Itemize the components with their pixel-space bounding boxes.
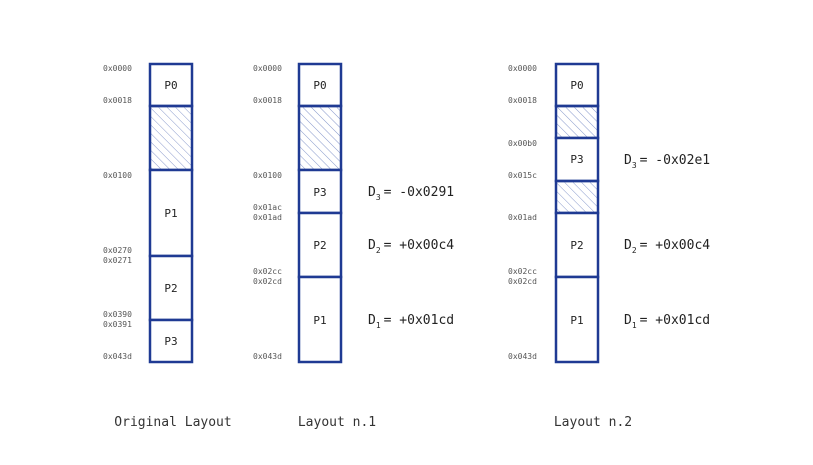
block-label-p2: P2 [313, 239, 326, 252]
layout-n2-memory-column: P0 P3 P2 P1 [554, 62, 600, 364]
original-address-labels: 0x0000 0x0018 0x0100 0x0270 0x0271 0x039… [103, 64, 132, 361]
free-space-block [148, 104, 194, 172]
address-label: 0x043d [253, 352, 282, 361]
delta-symbol: D [368, 185, 376, 200]
address-label: 0x01ac [253, 203, 282, 212]
address-label: 0x0018 [508, 96, 537, 105]
block-label-p3: P3 [164, 335, 177, 348]
delta-symbol: D [368, 238, 376, 253]
address-label: 0x043d [508, 352, 537, 361]
delta-d1: D1= +0x01cd [624, 313, 710, 330]
address-label: 0x02cc [508, 267, 537, 276]
block-label-p1: P1 [164, 207, 177, 220]
free-space-block [554, 104, 600, 140]
layout-n2: 0x0000 0x0018 0x00b0 0x015c 0x01ad 0x02c… [508, 62, 710, 430]
layout-caption: Original Layout [114, 415, 231, 430]
delta-subscript: 1 [376, 321, 381, 330]
delta-value: = +0x00c4 [384, 238, 455, 253]
address-label: 0x02cc [253, 267, 282, 276]
address-label: 0x01ad [253, 213, 282, 222]
layout-n1-address-labels: 0x0000 0x0018 0x0100 0x01ac 0x01ad 0x02c… [253, 64, 282, 361]
address-label: 0x015c [508, 171, 537, 180]
delta-value: = +0x01cd [384, 313, 454, 328]
memory-block-p1 [554, 275, 600, 364]
address-label: 0x0391 [103, 320, 132, 329]
memory-block-p1 [297, 275, 343, 364]
delta-value: = +0x01cd [640, 313, 710, 328]
layout-n1-memory-column: P0 P3 P2 P1 [297, 62, 343, 364]
original-layout: 0x0000 0x0018 0x0100 0x0270 0x0271 0x039… [103, 62, 232, 430]
layout-caption: Layout n.1 [298, 415, 376, 430]
address-label: 0x0100 [103, 171, 132, 180]
delta-d2: D2= +0x00c4 [624, 238, 710, 255]
delta-d2: D2= +0x00c4 [368, 238, 454, 255]
block-label-p1: P1 [313, 314, 326, 327]
address-label: 0x0000 [253, 64, 282, 73]
block-label-p1: P1 [570, 314, 583, 327]
delta-d3: D3= -0x02e1 [624, 153, 710, 170]
delta-symbol: D [624, 238, 632, 253]
delta-subscript: 3 [376, 193, 381, 202]
block-label-p2: P2 [164, 282, 177, 295]
address-label: 0x0000 [508, 64, 537, 73]
delta-symbol: D [368, 313, 376, 328]
address-label: 0x01ad [508, 213, 537, 222]
delta-value: = -0x02e1 [640, 153, 710, 168]
address-label: 0x0270 [103, 246, 132, 255]
memory-block-p3 [297, 168, 343, 215]
original-memory-column: P0 P1 P2 P3 [148, 62, 194, 364]
memory-block-p3 [554, 136, 600, 183]
address-label: 0x02cd [253, 277, 282, 286]
memory-block-p2 [554, 211, 600, 279]
block-label-p0: P0 [570, 79, 583, 92]
address-label: 0x02cd [508, 277, 537, 286]
delta-value: = +0x00c4 [640, 238, 711, 253]
address-label: 0x0100 [253, 171, 282, 180]
delta-subscript: 2 [632, 246, 637, 255]
delta-d3: D3= -0x0291 [368, 185, 454, 202]
layout-n2-deltas: D3= -0x02e1 D2= +0x00c4 D1= +0x01cd [624, 153, 710, 330]
block-label-p0: P0 [164, 79, 177, 92]
delta-value: = -0x0291 [384, 185, 454, 200]
address-label: 0x0390 [103, 310, 132, 319]
delta-subscript: 1 [632, 321, 637, 330]
delta-subscript: 3 [632, 161, 637, 170]
layout-caption: Layout n.2 [554, 415, 632, 430]
block-label-p0: P0 [313, 79, 326, 92]
address-label: 0x0000 [103, 64, 132, 73]
block-label-p3: P3 [313, 186, 326, 199]
layout-n1-deltas: D3= -0x0291 D2= +0x00c4 D1= +0x01cd [368, 185, 454, 330]
address-label: 0x0018 [103, 96, 132, 105]
layout-n2-address-labels: 0x0000 0x0018 0x00b0 0x015c 0x01ad 0x02c… [508, 64, 537, 361]
address-label: 0x0271 [103, 256, 132, 265]
layout-n1: 0x0000 0x0018 0x0100 0x01ac 0x01ad 0x02c… [253, 62, 454, 430]
block-label-p3: P3 [570, 153, 583, 166]
free-space-block [554, 179, 600, 215]
free-space-block [297, 104, 343, 172]
delta-subscript: 2 [376, 246, 381, 255]
delta-d1: D1= +0x01cd [368, 313, 454, 330]
block-label-p2: P2 [570, 239, 583, 252]
delta-symbol: D [624, 313, 632, 328]
delta-symbol: D [624, 153, 632, 168]
address-label: 0x0018 [253, 96, 282, 105]
address-label: 0x00b0 [508, 139, 537, 148]
address-label: 0x043d [103, 352, 132, 361]
memory-block-p3 [148, 318, 194, 364]
